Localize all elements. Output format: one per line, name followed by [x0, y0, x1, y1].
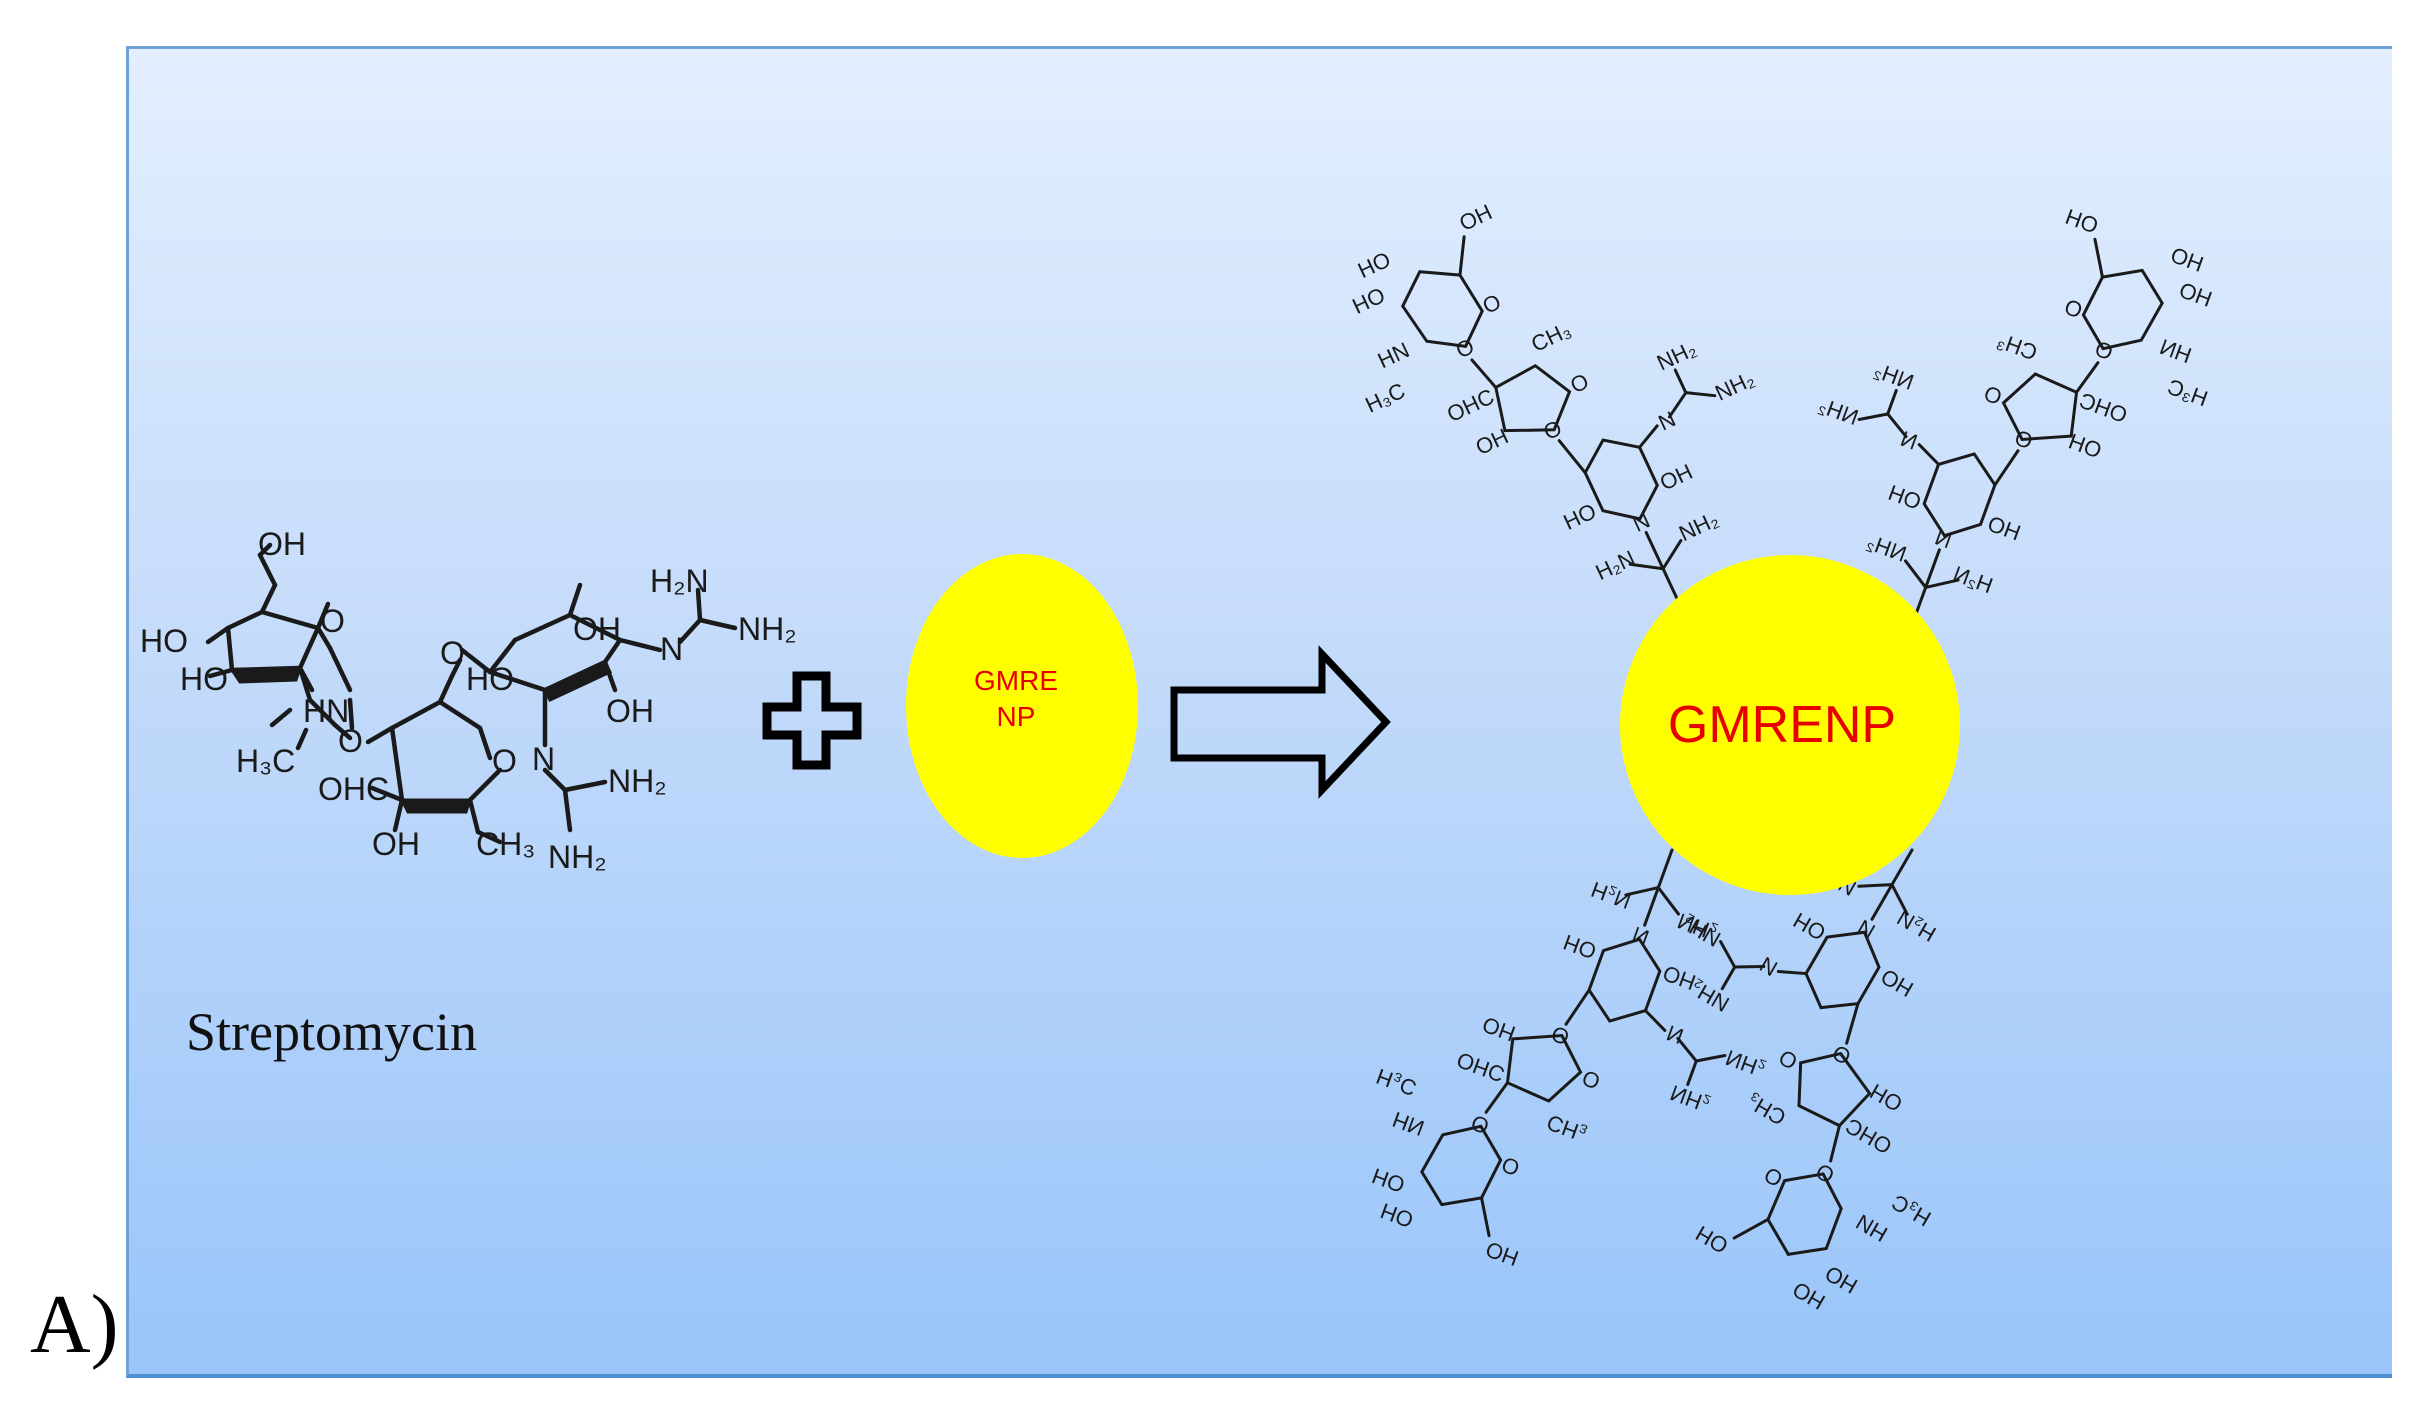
product-np-label: GMRENP — [1668, 696, 1896, 754]
label-n1: N — [660, 631, 683, 667]
label-glyco-o1: O — [338, 723, 363, 759]
label-hn: HN — [303, 693, 349, 729]
reactant-np-label-line2: NP — [997, 701, 1036, 732]
label-nh2-c: NH₂ — [548, 839, 607, 875]
label-ring-o2: O — [492, 743, 517, 779]
label-ring-o: O — [320, 603, 345, 639]
label-ch3: CH₃ — [476, 826, 535, 862]
label-ho-left: HO — [140, 623, 188, 659]
label-oh-bottom: OH — [372, 826, 420, 862]
streptose-ring — [369, 657, 503, 845]
label-n2: N — [532, 741, 555, 777]
label-nh2-a: NH₂ — [738, 611, 797, 647]
label-ho-ring3: HO — [466, 661, 514, 697]
label-oh-ring3-bottom: OH — [606, 693, 654, 729]
reactant-np-label-line1: GMRE — [974, 665, 1058, 696]
label-oh-top: OH — [258, 526, 306, 562]
label-ohc: OHC — [318, 771, 389, 807]
reactant-nanoparticle: GMRE NP — [906, 554, 1138, 858]
glucosamine-ring — [205, 542, 353, 741]
label-oh-ring3-top: OH — [573, 611, 621, 647]
streptomycin-structure: OH O HO HO HN H₃C O O OHC OH CH₃ O — [140, 526, 797, 875]
diagram-panel — [126, 46, 2392, 1378]
panel-label: A) — [30, 1278, 119, 1371]
label-ho-left2: HO — [180, 661, 228, 697]
streptomycin-caption: Streptomycin — [186, 1002, 477, 1062]
label-h2n: H₂N — [650, 563, 709, 599]
plus-icon — [762, 671, 862, 770]
label-glyco-o2: O — [440, 635, 465, 671]
arrow-right-icon — [1170, 645, 1391, 799]
label-nh2-b: NH₂ — [608, 763, 667, 799]
label-h3c: H₃C — [236, 743, 295, 779]
streptidine-ring — [459, 582, 738, 833]
product-nanoparticle — [1620, 555, 1960, 895]
product-conjugate: GMRENP — [1307, 127, 2256, 1342]
